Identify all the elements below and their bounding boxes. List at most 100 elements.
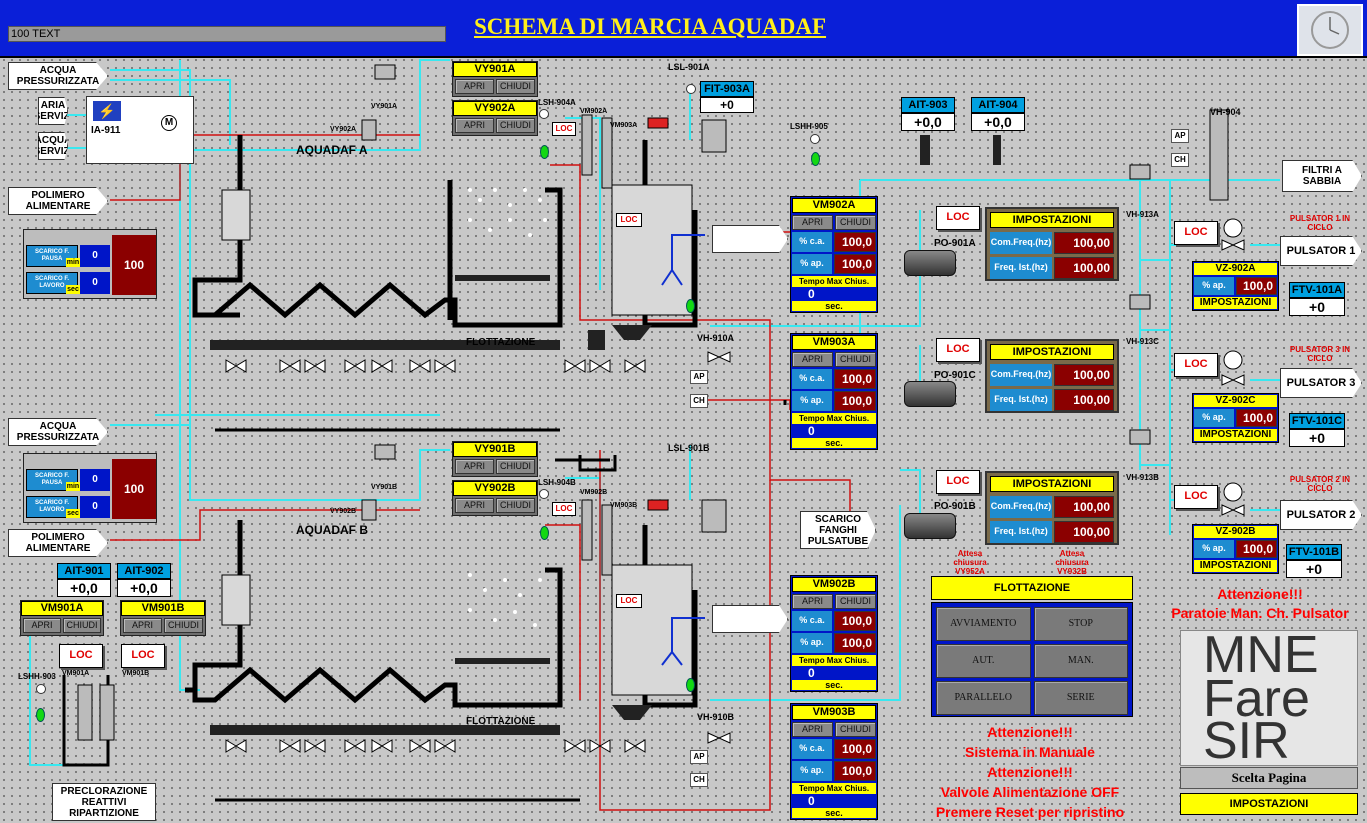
callout-polimero-b: POLIMERO ALIMENTARE	[8, 529, 108, 557]
stop-button[interactable]: STOP	[1033, 607, 1128, 641]
vm903a-open-button[interactable]: APRI	[792, 352, 833, 367]
lsh904b-label: LSH-904B	[538, 478, 576, 487]
vm902b-open-button[interactable]: APRI	[792, 594, 833, 609]
vy902a-close-button[interactable]: CHIUDI	[496, 118, 535, 133]
scarico-lavoro-value-b[interactable]: 0	[80, 496, 110, 518]
loc-button-vz902c[interactable]: LOC	[1174, 353, 1218, 377]
scarico-panel-b[interactable]: SCARICO F. PAUSA min 0 SCARICO F. LAVORO…	[23, 453, 157, 523]
vm901a-open-button[interactable]: APRI	[23, 618, 61, 633]
scelta-pagina-button[interactable]: Scelta Pagina	[1180, 767, 1358, 789]
parallelo-button[interactable]: PARALLELO	[936, 681, 1031, 715]
vm902b-close-button[interactable]: CHIUDI	[835, 594, 876, 609]
vm902a-close-button[interactable]: CHIUDI	[835, 215, 876, 230]
vm902a-unit: sec.	[792, 301, 876, 311]
pump-po901c-icon[interactable]	[904, 381, 956, 407]
vy902b-small-label: VY902B	[330, 508, 357, 515]
vm902b-tmax-value[interactable]: 0	[792, 666, 876, 680]
aut-button[interactable]: AUT.	[936, 644, 1031, 678]
vm903b-ap-label: % ap.	[792, 761, 832, 781]
pump-po901b-icon[interactable]	[904, 513, 956, 539]
vz902c-ap-value[interactable]: 100,0	[1236, 409, 1277, 427]
vm901a-close-button[interactable]: CHIUDI	[63, 618, 101, 633]
loc-button-po901c[interactable]: LOC	[936, 338, 980, 362]
vm903b-tmax-value[interactable]: 0	[792, 794, 876, 808]
loc-button-vm903b[interactable]: LOC	[616, 594, 642, 608]
ait901-display: AIT-901+0,0	[57, 563, 111, 597]
loc-button-vm901b[interactable]: LOC	[121, 644, 165, 668]
loc-button-vm903a[interactable]: LOC	[616, 213, 642, 227]
page-selector-panel[interactable]: MNE Fare SIR	[1180, 630, 1358, 766]
vz902c-panel: VZ-902C % ap.100,0 IMPOSTAZIONI	[1192, 393, 1279, 443]
loc-button-vm902b[interactable]: LOC	[552, 502, 576, 516]
vm901b-close-button[interactable]: CHIUDI	[164, 618, 203, 633]
lightning-icon: ⚡	[93, 101, 121, 121]
loc-button-vz902b[interactable]: LOC	[1174, 485, 1218, 509]
loc-button-vm901a[interactable]: LOC	[59, 644, 103, 668]
vm903b-close-button[interactable]: CHIUDI	[835, 722, 876, 737]
avviamento-button[interactable]: AVVIAMENTO	[936, 607, 1031, 641]
vm903a-close-button[interactable]: CHIUDI	[835, 352, 876, 367]
vz902a-ap-value[interactable]: 100,0	[1236, 277, 1277, 295]
vm903b-ca-value[interactable]: 100,0	[834, 739, 876, 759]
attesa-vy952a: Attesa chiusura VY952A	[953, 549, 987, 576]
impostazioni-b-value-1[interactable]: 100,00	[1054, 496, 1114, 518]
impostazioni-a-value-1[interactable]: 100,00	[1054, 232, 1114, 254]
impostazioni-nav-button[interactable]: IMPOSTAZIONI	[1180, 793, 1358, 815]
vz902c-impostazioni-button[interactable]: IMPOSTAZIONI	[1194, 429, 1277, 441]
vy901b-open-button[interactable]: APRI	[455, 459, 494, 474]
vy902b-open-button[interactable]: APRI	[455, 498, 494, 513]
flottazione-b-label: FLOTTAZIONE	[466, 716, 536, 727]
vy902a-open-button[interactable]: APRI	[455, 118, 494, 133]
vz902a-impostazioni-button[interactable]: IMPOSTAZIONI	[1194, 297, 1277, 309]
warning-paratoie-line2: Paratoie Man. Ch. Pulsator	[1171, 605, 1349, 621]
vm903b-open-button[interactable]: APRI	[792, 722, 833, 737]
loc-button-po901b[interactable]: LOC	[936, 470, 980, 494]
flottazione-control-panel: AVVIAMENTO STOP AUT. MAN. PARALLELO SERI…	[931, 602, 1133, 717]
vm902b-ca-value[interactable]: 100,0	[834, 611, 876, 631]
impostazioni-c-value-1[interactable]: 100,00	[1054, 364, 1114, 386]
vh910b-ap-indicator: AP	[690, 750, 708, 764]
impostazioni-panel-a: IMPOSTAZIONI Com.Freq.(hz)100,00 Freq. I…	[985, 207, 1119, 281]
vm903b-ap-value[interactable]: 100,0	[834, 761, 876, 781]
pump-po901a-icon[interactable]	[904, 250, 956, 276]
ait901-value: +0,0	[57, 579, 111, 597]
scarico-pausa-value-b[interactable]: 0	[80, 469, 110, 491]
vm902a-tmax-value[interactable]: 0	[792, 287, 876, 301]
impostazioni-panel-c: IMPOSTAZIONI Com.Freq.(hz)100,00 Freq. I…	[985, 339, 1119, 413]
vm903a-ap-value[interactable]: 100,0	[834, 391, 876, 411]
vy902a-title: VY902A	[453, 101, 537, 116]
impostazioni-c-title: IMPOSTAZIONI	[990, 344, 1114, 360]
loc-button-vm902a[interactable]: LOC	[552, 122, 576, 136]
warning-sistema: Attenzione!!! Sistema in Manuale Attenzi…	[905, 722, 1155, 822]
clock-icon	[1297, 4, 1363, 56]
scarico-lavoro-value-a[interactable]: 0	[80, 272, 110, 294]
ait904-title: AIT-904	[971, 97, 1025, 113]
scarico-pausa-value-a[interactable]: 0	[80, 245, 110, 267]
code-field[interactable]: 100 TEXT	[8, 26, 446, 42]
vm903a-tmax-value[interactable]: 0	[792, 424, 876, 438]
vy901a-open-button[interactable]: APRI	[455, 79, 494, 94]
vm902a-ca-value[interactable]: 100,0	[834, 232, 876, 252]
vm903a-title: VM903A	[792, 335, 876, 350]
scarico-panel-a[interactable]: SCARICO F. PAUSA min 0 SCARICO F. LAVORO…	[23, 229, 157, 299]
vm902a-ap-value[interactable]: 100,0	[834, 254, 876, 274]
vm901b-open-button[interactable]: APRI	[123, 618, 162, 633]
vy901b-close-button[interactable]: CHIUDI	[496, 459, 535, 474]
vm902a-open-button[interactable]: APRI	[792, 215, 833, 230]
vy901a-close-button[interactable]: CHIUDI	[496, 79, 535, 94]
vy902b-close-button[interactable]: CHIUDI	[496, 498, 535, 513]
loc-button-vz902a[interactable]: LOC	[1174, 221, 1218, 245]
vm903a-ca-value[interactable]: 100,0	[834, 369, 876, 389]
serie-button[interactable]: SERIE	[1033, 681, 1128, 715]
vm902b-ap-value[interactable]: 100,0	[834, 633, 876, 653]
clock-face	[1311, 11, 1349, 49]
ia911-panel[interactable]: ⚡ IA-911 M	[86, 96, 194, 164]
loc-button-po901a[interactable]: LOC	[936, 206, 980, 230]
vz902b-ap-value[interactable]: 100,0	[1236, 540, 1277, 558]
man-button[interactable]: MAN.	[1033, 644, 1128, 678]
vz902b-impostazioni-button[interactable]: IMPOSTAZIONI	[1194, 560, 1277, 572]
